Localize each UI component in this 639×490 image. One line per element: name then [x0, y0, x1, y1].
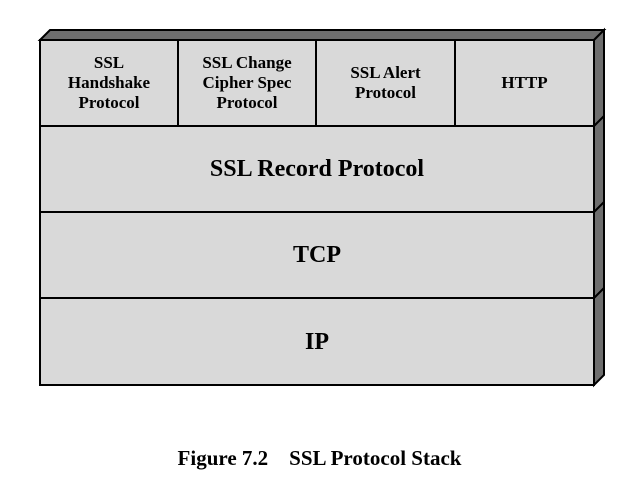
top-row-cell-3	[315, 39, 456, 127]
top-row-cell-4	[454, 39, 595, 127]
layer-ssl-record	[39, 125, 595, 213]
http-label: HTTP	[501, 73, 548, 92]
ssl-change-cipher-spec-label: SSL Change Cipher Spec Protocol	[202, 53, 292, 112]
layer-tcp	[39, 211, 595, 299]
layer-ip	[39, 297, 595, 386]
stack-top-face	[37, 29, 607, 41]
side-divider-3	[593, 287, 605, 299]
tcp-label: TCP	[293, 242, 341, 268]
figure-caption: Figure 7.2 SSL Protocol Stack	[177, 446, 462, 470]
side-divider-2	[593, 201, 605, 213]
ssl-handshake-protocol-label: SSL Handshake Protocol	[67, 53, 151, 112]
ssl-record-protocol-label: SSL Record Protocol	[209, 156, 425, 182]
ip-label: IP	[305, 328, 329, 355]
side-divider-1	[593, 115, 605, 127]
ssl-alert-protocol-label: SSL Alert Protocol	[350, 63, 421, 102]
top-row-cell-2	[177, 39, 317, 127]
